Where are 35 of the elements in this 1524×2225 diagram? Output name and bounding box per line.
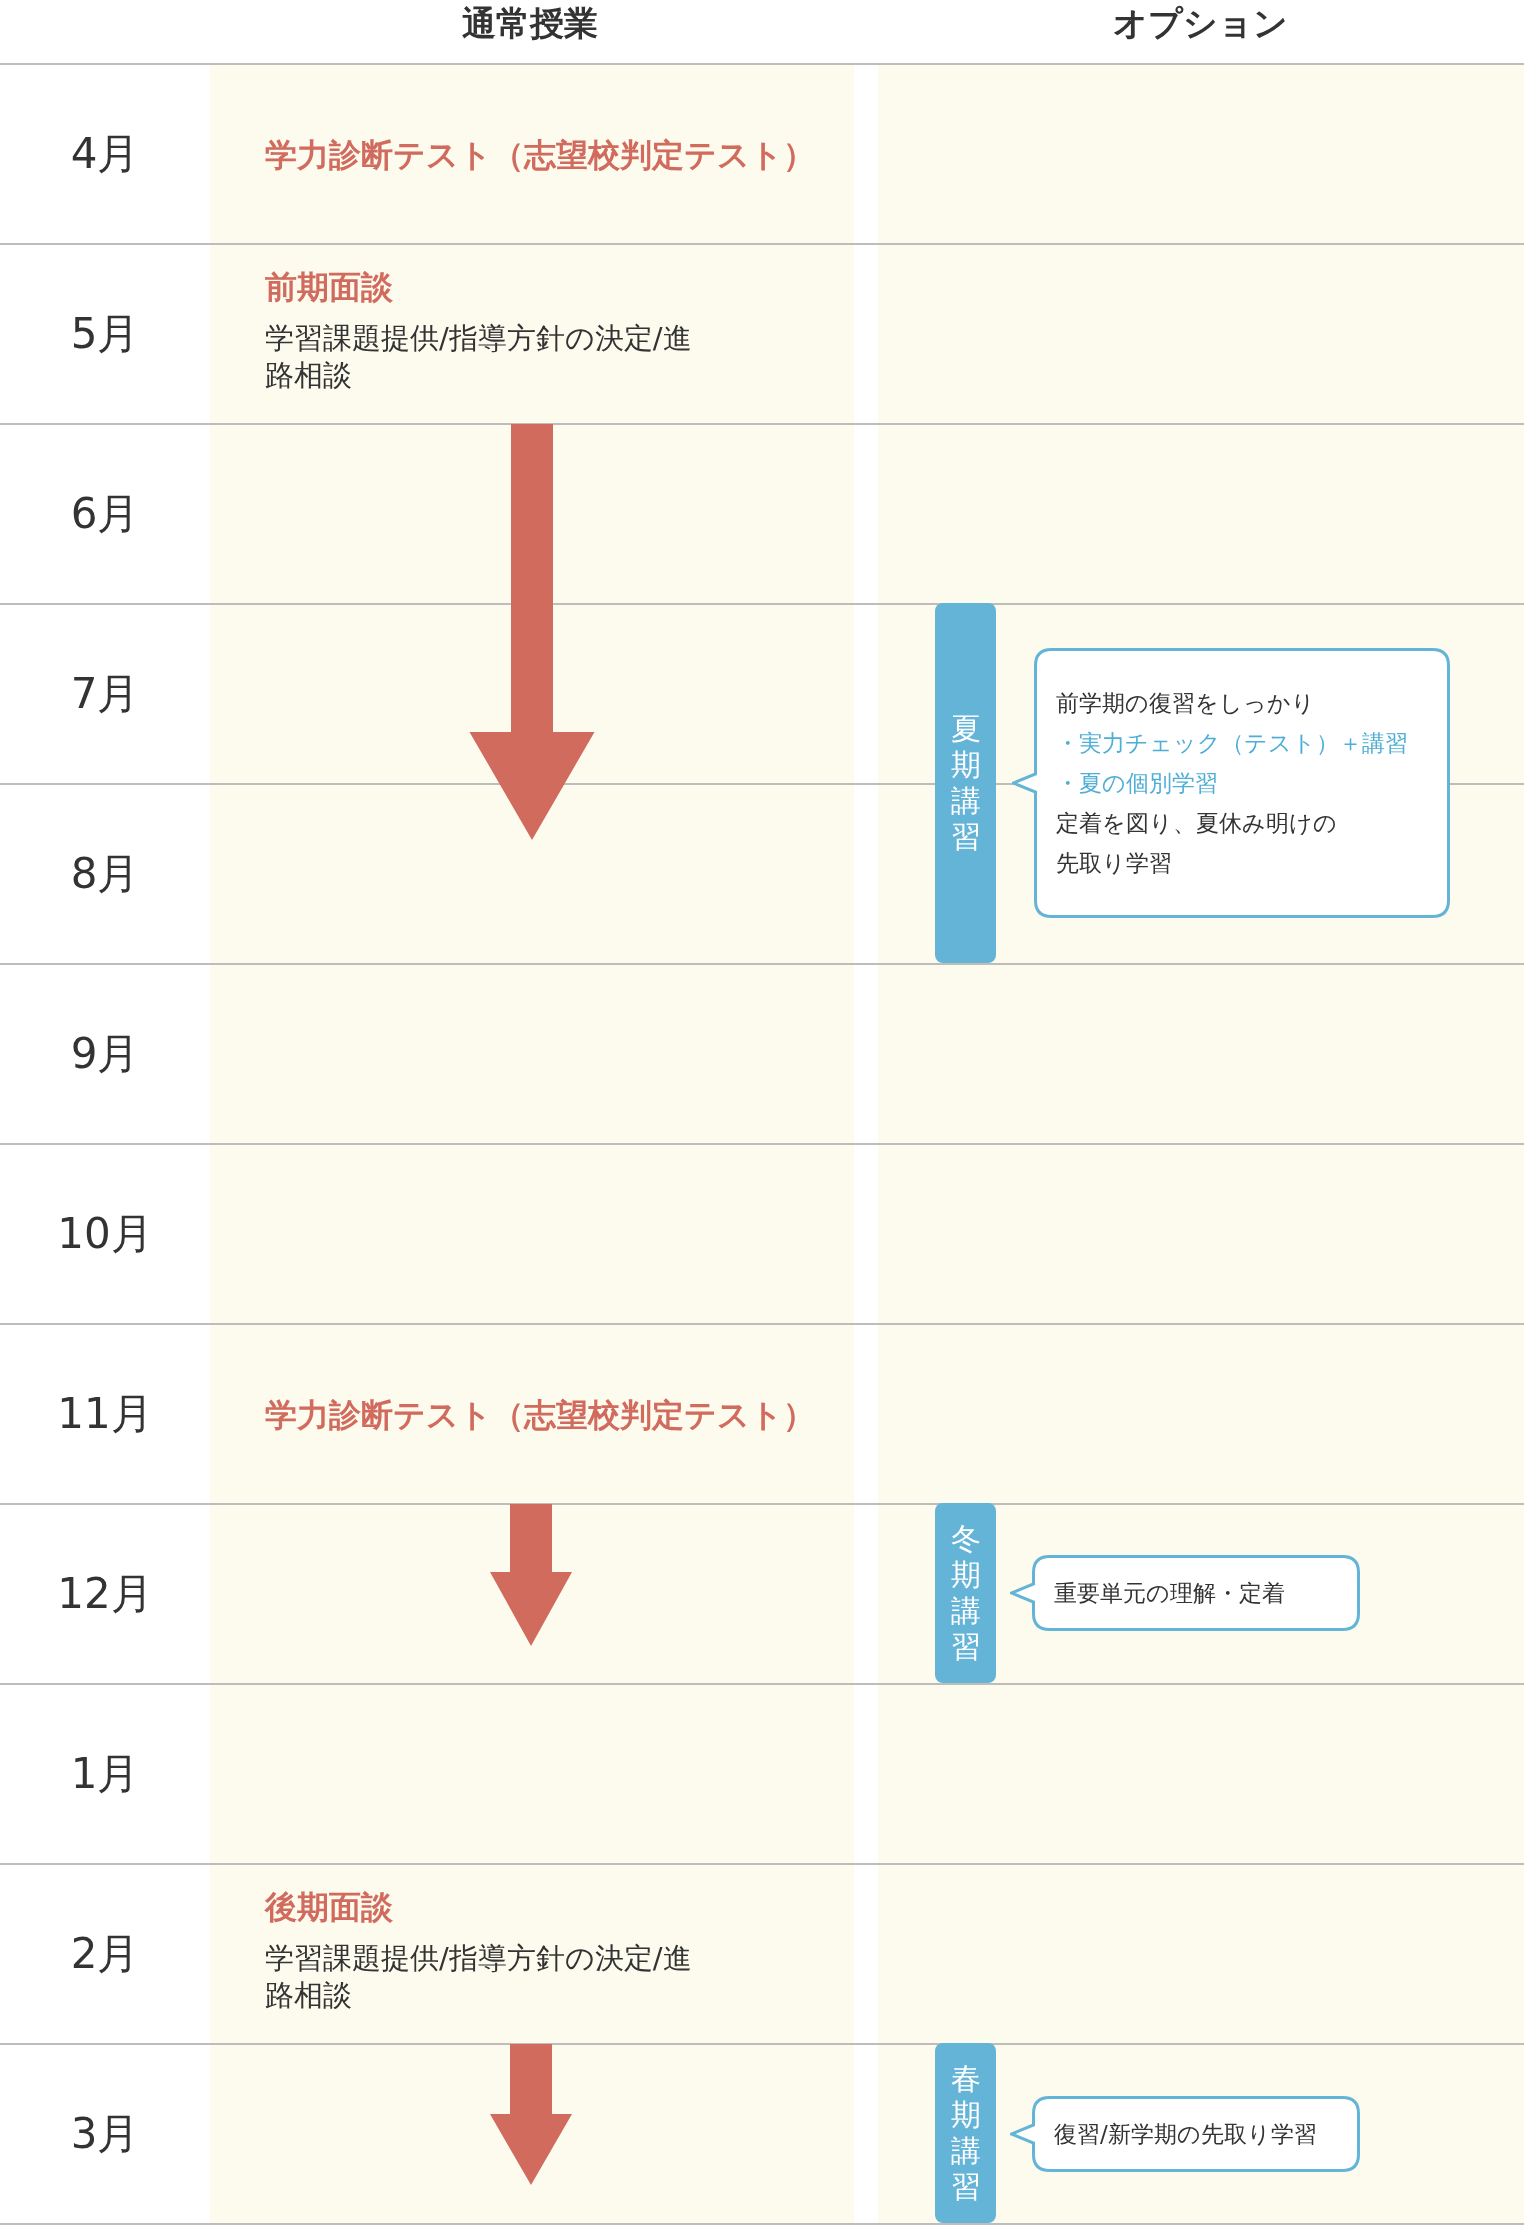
month-label: 3月 (69, 2108, 141, 2160)
bubble-text: 定着を図り、夏休み明けの先取り学習 (1056, 809, 1338, 878)
month-label: 10月 (56, 1208, 154, 1260)
speech-bubble (1010, 2096, 1360, 2172)
event-description: 学習課題提供/指導方針の決定/進路相談 (265, 320, 693, 394)
month-label: 11月 (56, 1388, 154, 1440)
month-label: 4月 (69, 128, 141, 180)
month-label: 2月 (69, 1928, 141, 1980)
month-label: 1月 (69, 1748, 141, 1800)
event-title: 学力診断テスト（志望校判定テスト） (265, 1395, 815, 1436)
bubble-text: 前学期の復習をしっかり (1056, 689, 1316, 718)
course-bar (935, 1503, 996, 1683)
bar-label: 夏期講習 (950, 711, 981, 855)
bullet-item: ・夏の個別学習 (1056, 769, 1219, 798)
course-bar (935, 2043, 996, 2223)
speech-bubble (1012, 648, 1450, 918)
event-title: 前期面談 (265, 267, 393, 308)
course-bar (935, 603, 996, 963)
bar-label: 冬期講習 (950, 1521, 981, 1665)
month-label: 7月 (69, 668, 141, 720)
month-label: 9月 (69, 1028, 141, 1080)
bullet-item: ・実力チェック（テスト）＋講習 (1056, 729, 1409, 758)
bubble-text: 復習/新学期の先取り学習 (1054, 2120, 1318, 2149)
speech-bubble (1010, 1555, 1360, 1631)
month-label: 8月 (69, 848, 141, 900)
month-label: 6月 (69, 488, 141, 540)
column-header: 通常授業 (461, 2, 599, 45)
event-description: 学習課題提供/指導方針の決定/進路相談 (265, 1940, 693, 2014)
bubble-text: 重要単元の理解・定着 (1054, 1579, 1286, 1608)
column-header: オプション (1111, 2, 1289, 45)
bar-label: 春期講習 (950, 2061, 981, 2205)
event-title: 学力診断テスト（志望校判定テスト） (265, 135, 815, 176)
event-title: 後期面談 (265, 1887, 393, 1928)
month-label: 12月 (56, 1568, 154, 1620)
month-label: 5月 (69, 308, 141, 360)
